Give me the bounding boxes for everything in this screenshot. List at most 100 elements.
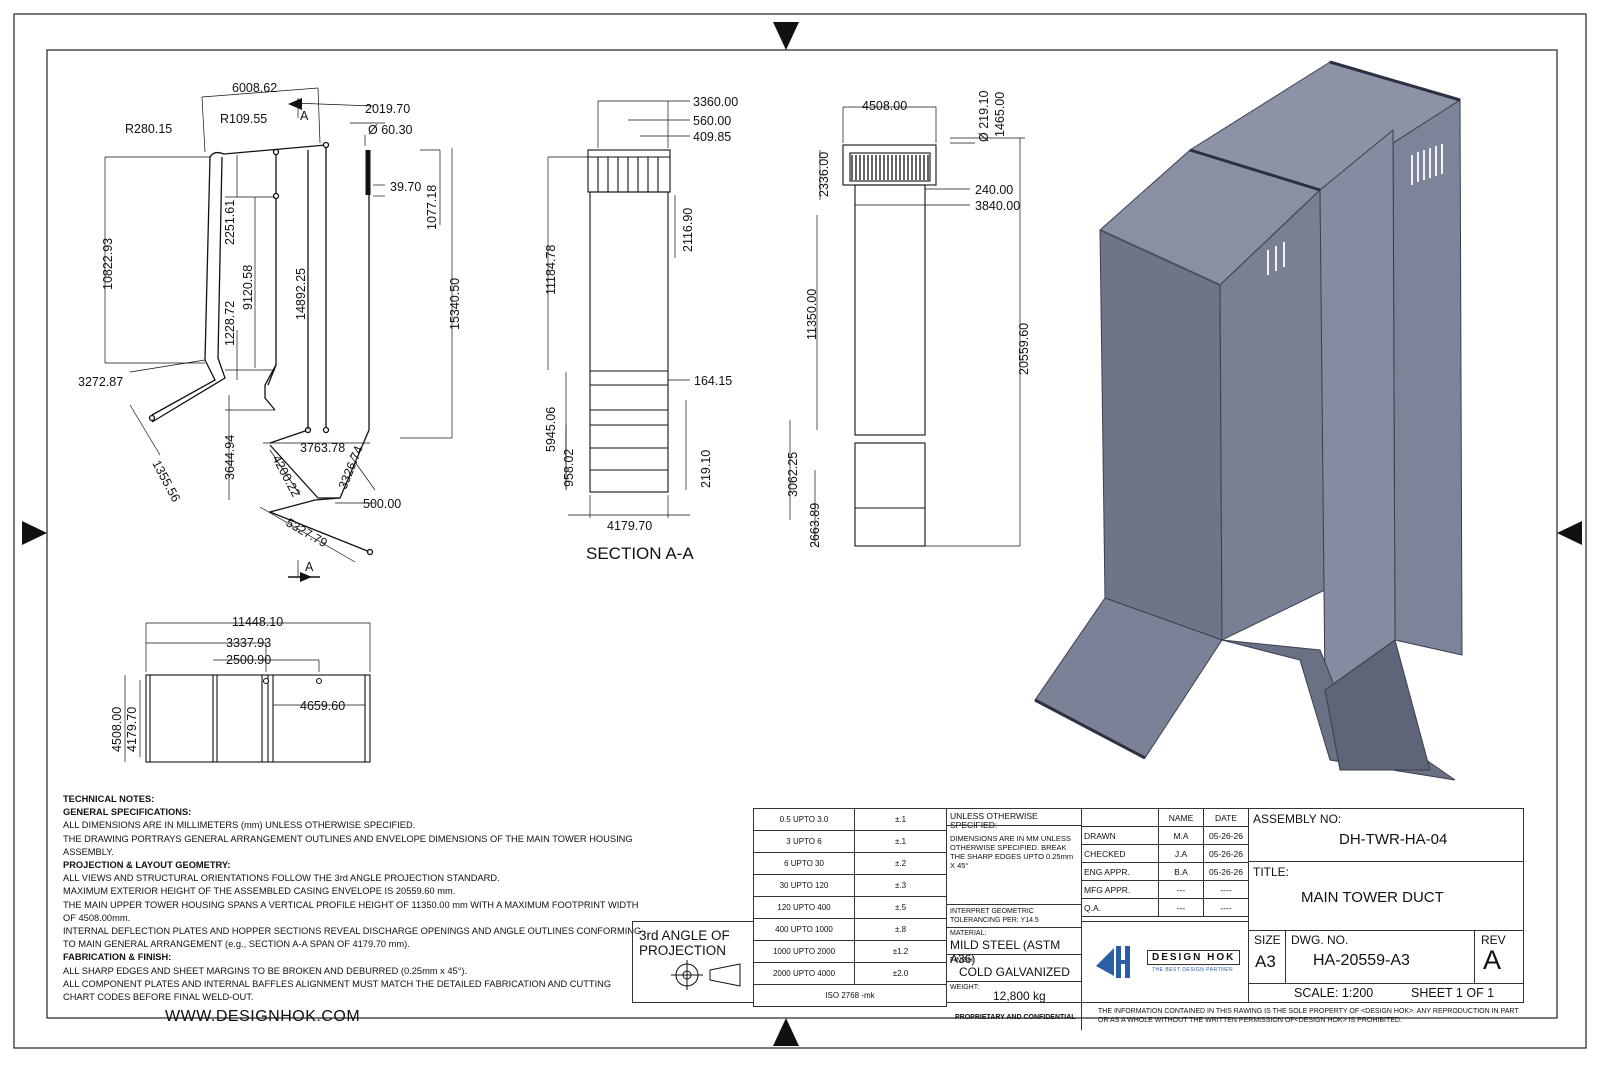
tolerance-value: ±.3	[854, 874, 947, 897]
notes-line: ALL COMPONENT PLATES AND INTERNAL BAFFLE…	[63, 978, 612, 1003]
tolerance-range: 120 UPTO 400	[753, 896, 855, 919]
spec-dims-note: DIMENSIONS ARE IN MM UNLESS OTHERWISE SP…	[950, 834, 1074, 870]
title-block: ASSEMBLY NO: DH-TWR-HA-04 TITLE: MAIN TO…	[1248, 808, 1524, 1003]
technical-notes: TECHNICAL NOTES: GENERAL SPECIFICATIONS:…	[63, 793, 643, 1004]
section-title: SECTION A-A	[586, 544, 694, 563]
dim-text: 3644.94	[223, 435, 237, 480]
notes-line: ALL DIMENSIONS ARE IN MILLIMETERS (mm) U…	[63, 820, 416, 831]
dim-text: 2336.00	[817, 152, 831, 197]
dim-text: 1228.72	[223, 301, 237, 346]
approvals-header: DATE	[1203, 808, 1249, 827]
front-view-dimension-text: 6008.62 R280.15 R109.55 A 2019.70 Ø 60.3…	[78, 81, 462, 574]
tolerance-value: ±1.2	[854, 940, 947, 963]
tolerance-range: 0.5 UPTO 3.0	[753, 808, 855, 831]
finish-value: COLD GALVANIZED	[959, 965, 1070, 979]
rev-label: REV	[1481, 933, 1506, 947]
dim-text: 409.85	[693, 130, 731, 144]
logo-tagline: THE BEST DESIGN PARTNER	[1152, 967, 1234, 973]
projection-line-1: 3rd ANGLE OF	[639, 928, 730, 943]
dim-text: 4508.00	[110, 707, 124, 752]
dwg-number-label: DWG. NO.	[1291, 933, 1349, 947]
dim-text: 11350.00	[805, 289, 819, 340]
company-logo: DESIGN HOK THE BEST DESIGN PARTNER	[1081, 921, 1249, 1003]
side-view-dimension-text: 4508.00 Ø 219.10 1465.00 2336.00 240.00 …	[786, 91, 1031, 548]
dim-text: 560.00	[693, 114, 731, 128]
sheet-number: SHEET 1 OF 1	[1411, 986, 1495, 1000]
dim-text: 9120.58	[241, 265, 255, 310]
approval-name: M.A	[1158, 826, 1204, 845]
scale: SCALE: 1:200	[1294, 986, 1374, 1000]
notes-line: INTERNAL DEFLECTION PLATES AND HOPPER SE…	[63, 926, 642, 950]
notes-line: THE MAIN UPPER TOWER HOUSING SPANS A VER…	[63, 899, 639, 923]
notes-heading: GENERAL SPECIFICATIONS:	[63, 807, 192, 818]
approval-date: 05-26-26	[1203, 826, 1249, 845]
tolerance-value: ±2.0	[854, 962, 947, 985]
dim-text: R109.55	[220, 112, 267, 126]
dim-text: 1355.56	[149, 458, 183, 505]
dim-text: 10822.93	[101, 238, 115, 290]
tolerance-value: ±.2	[854, 852, 947, 875]
tolerance-range: 30 UPTO 120	[753, 874, 855, 897]
tolerance-row: 0.5 UPTO 3.0±.1	[753, 808, 947, 831]
section-view-dimension-lines	[547, 100, 690, 518]
approval-role: MFG APPR.	[1081, 880, 1159, 899]
confidential-notice: PROPRIETARY AND CONFIDENTIAL	[955, 1014, 1076, 1021]
notes-heading: PROJECTION & LAYOUT GEOMETRY:	[63, 860, 231, 871]
dim-text: Ø 60.30	[368, 123, 413, 137]
dim-text: 1077.18	[425, 185, 439, 230]
tolerance-row: 120 UPTO 400±.5	[753, 896, 947, 919]
dim-text: 11448.10	[232, 615, 283, 629]
material-value: MILD STEEL (ASTM A36)	[950, 938, 1061, 966]
isometric-view	[1034, 60, 1463, 781]
approval-role: ENG APPR.	[1081, 862, 1159, 881]
dim-text: 4179.70	[125, 707, 139, 752]
website-link[interactable]: WWW.DESIGNHOK.COM	[165, 1008, 361, 1025]
dim-text: 39.70	[390, 180, 421, 194]
dim-text: 500.00	[363, 497, 401, 511]
dim-text: 2500.90	[226, 653, 271, 667]
tolerance-table: 0.5 UPTO 3.0±.1 3 UPTO 6±.1 6 UPTO 30±.2…	[753, 808, 947, 1007]
tolerance-range: 6 UPTO 30	[753, 852, 855, 875]
weight-value: 12,800 kg	[993, 989, 1046, 1003]
dim-text: 3337.93	[226, 636, 271, 650]
dim-text: 5945.06	[544, 407, 558, 452]
section-label-bottom: A	[305, 560, 314, 574]
dim-text: 4179.70	[607, 519, 652, 533]
approval-date: 05-26-26	[1203, 862, 1249, 881]
logo-wordmark: DESIGN HOK	[1147, 950, 1241, 965]
top-view-dimension-text: 11448.10 3337.93 2500.90 4659.60 4508.00…	[110, 615, 345, 752]
dim-text: Ø 219.10	[977, 91, 991, 142]
size-label: SIZE	[1254, 933, 1281, 947]
approval-role: CHECKED	[1081, 844, 1159, 863]
side-view-dimension-lines	[789, 106, 1025, 547]
tolerance-standard-row: ISO 2768 -mk	[753, 984, 947, 1007]
approval-name: B.A	[1158, 862, 1204, 881]
top-center-marker	[773, 22, 799, 50]
tolerance-row: 6 UPTO 30±.2	[753, 852, 947, 875]
disclaimer: THE INFORMATION CONTAINED IN THIS RAWING…	[1098, 1008, 1519, 1024]
finish-label: FINISH:	[950, 957, 975, 964]
dim-text: 219.10	[699, 450, 713, 488]
tolerance-row: 30 UPTO 120±.3	[753, 874, 947, 897]
dim-text: 3272.87	[78, 375, 123, 389]
dim-text: 11184.78	[544, 245, 558, 295]
drawing-title: MAIN TOWER DUCT	[1301, 889, 1444, 906]
dim-text: 3763.78	[300, 441, 345, 455]
tolerance-value: ±.8	[854, 918, 947, 941]
front-view-dimension-lines	[104, 87, 453, 577]
dim-text: 240.00	[975, 183, 1013, 197]
approval-name: J.A	[1158, 844, 1204, 863]
approval-date: ----	[1203, 898, 1249, 917]
front-view	[148, 141, 374, 556]
approval-role: DRAWN	[1081, 826, 1159, 845]
tolerance-row: 3 UPTO 6±.1	[753, 830, 947, 853]
dim-text: 2251.61	[223, 200, 237, 245]
dim-text: 3062.25	[786, 452, 800, 497]
approval-date: 05-26-26	[1203, 844, 1249, 863]
side-view	[842, 144, 937, 547]
tolerance-range: 1000 UPTO 2000	[753, 940, 855, 963]
dim-text: 15340.50	[448, 278, 462, 330]
title-label: TITLE:	[1253, 865, 1290, 879]
bottom-center-marker	[773, 1018, 799, 1046]
